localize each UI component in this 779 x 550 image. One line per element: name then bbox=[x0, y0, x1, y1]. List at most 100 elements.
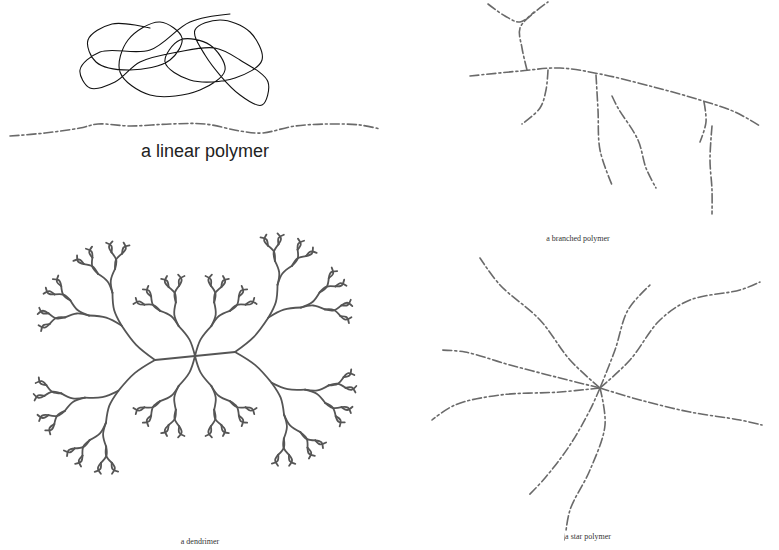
dendron-branch bbox=[344, 373, 355, 377]
dendron-branch bbox=[315, 440, 323, 448]
star-arm bbox=[600, 282, 760, 388]
dendron-branch bbox=[45, 424, 54, 430]
dendron-branch bbox=[246, 407, 255, 414]
dendron-branch bbox=[61, 393, 85, 398]
dendron-branch bbox=[160, 386, 178, 401]
dendron-branch bbox=[306, 252, 317, 257]
dendron-branch bbox=[221, 279, 228, 287]
dendron-branch bbox=[147, 286, 151, 297]
dendron-branch bbox=[179, 326, 195, 356]
star-arm bbox=[600, 388, 762, 425]
dendron-branch bbox=[292, 256, 306, 266]
dendron-branch bbox=[64, 448, 75, 452]
dendron-branch bbox=[195, 356, 211, 386]
dendron-branch bbox=[111, 269, 115, 293]
dendron-branch bbox=[178, 426, 182, 437]
polymer-caption: a branched polymer bbox=[546, 234, 610, 243]
dendron-branch bbox=[278, 266, 293, 285]
dendron-branch bbox=[46, 385, 61, 393]
dendron-branch bbox=[46, 288, 55, 295]
dendron-branch bbox=[122, 326, 155, 360]
dendron-branch bbox=[118, 360, 155, 391]
star-arm bbox=[432, 388, 600, 420]
dendron-branch bbox=[136, 298, 145, 305]
dendron-branch bbox=[206, 426, 212, 436]
dendron-branch bbox=[34, 394, 45, 398]
dendron-branch bbox=[289, 455, 292, 466]
dendron-branch bbox=[284, 415, 287, 439]
dendron-branch bbox=[320, 286, 336, 292]
dendron-branch bbox=[214, 287, 221, 302]
dendron-branch bbox=[77, 255, 84, 264]
star-arm bbox=[440, 350, 600, 388]
star-arm bbox=[600, 285, 650, 388]
dendron-branch bbox=[39, 377, 47, 385]
branch-chain bbox=[522, 70, 548, 124]
dendron-branch bbox=[345, 387, 355, 392]
dendron-branch bbox=[90, 423, 106, 441]
dendron-branch bbox=[221, 425, 225, 436]
dendron-branch bbox=[272, 455, 279, 464]
dendron-branch bbox=[144, 401, 160, 407]
star-polymer bbox=[432, 258, 762, 540]
dendron-branch bbox=[274, 244, 279, 261]
dendron-branch bbox=[179, 356, 195, 386]
dendron-branch bbox=[235, 318, 268, 352]
dendron-branch bbox=[208, 275, 212, 286]
branch-chain bbox=[470, 68, 760, 126]
dendron-branch bbox=[143, 416, 151, 423]
polymer-caption: a linear polymer bbox=[141, 141, 269, 162]
dendron-branch bbox=[122, 245, 129, 253]
dendron-branch bbox=[39, 324, 50, 328]
dendron-branch bbox=[246, 301, 257, 304]
dendron-branch bbox=[95, 463, 101, 472]
dendron-branch bbox=[57, 276, 61, 287]
dendron-branch bbox=[300, 432, 307, 447]
linear-polymer bbox=[10, 14, 380, 136]
dendron-branch bbox=[272, 383, 284, 415]
dendron-branch bbox=[85, 391, 118, 398]
dendron-branch bbox=[109, 241, 112, 252]
dendron-branch bbox=[230, 304, 246, 310]
dendron-branch bbox=[305, 390, 325, 403]
coiled-chain bbox=[80, 14, 269, 105]
dendron-branch bbox=[298, 241, 305, 250]
dendron-branch bbox=[195, 326, 211, 356]
dendron-branch bbox=[329, 271, 337, 278]
dendron-branch bbox=[211, 410, 216, 427]
star-arm bbox=[528, 388, 600, 496]
polymer-caption: a dendrimer bbox=[181, 537, 219, 546]
branch-chain bbox=[710, 126, 712, 214]
dendron-branch bbox=[49, 313, 66, 318]
dendron-branch bbox=[235, 352, 272, 383]
dendron-branch bbox=[211, 386, 215, 410]
dendron-branch bbox=[308, 448, 312, 459]
dendron-branch bbox=[115, 253, 122, 268]
dendron-branch bbox=[75, 456, 82, 464]
dendron-branch bbox=[39, 308, 48, 314]
extended-chain bbox=[10, 123, 380, 136]
dendron-branch bbox=[61, 286, 70, 300]
dendron-branch bbox=[37, 415, 48, 418]
dendron-branch bbox=[65, 398, 85, 411]
dendron-branch bbox=[278, 235, 284, 245]
dendron-branch bbox=[165, 276, 169, 287]
dendron-branch bbox=[48, 411, 64, 416]
dendron-branch bbox=[179, 276, 185, 286]
dendron-branch bbox=[89, 247, 92, 258]
star-arm bbox=[565, 388, 605, 540]
branched-polymer bbox=[470, 2, 760, 214]
dendron-branch bbox=[325, 309, 341, 316]
branch-chain bbox=[700, 102, 706, 142]
dendron-branch bbox=[239, 289, 247, 296]
dendron-branch bbox=[325, 403, 336, 416]
dendron-branch bbox=[268, 308, 300, 318]
dendron-branch bbox=[101, 447, 107, 463]
dendron-branch bbox=[151, 296, 160, 310]
dendron-branch bbox=[335, 283, 346, 286]
dendron-branch bbox=[133, 407, 144, 410]
dendron-branch bbox=[161, 425, 168, 433]
dendron-branch bbox=[211, 311, 229, 326]
